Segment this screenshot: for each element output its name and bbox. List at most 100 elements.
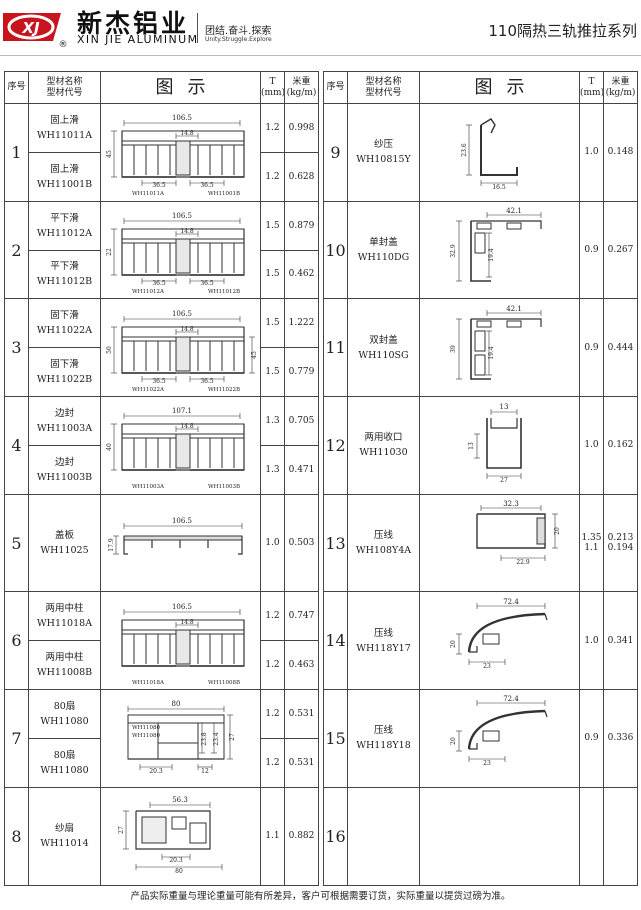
code-a: WH11012A: [132, 289, 165, 295]
dim-a: 32.3: [503, 500, 519, 508]
profile-name: 固上滑 WH11011A: [28, 103, 101, 153]
dim-a: 72.4: [503, 695, 519, 703]
dim-top: 106.5: [171, 603, 191, 611]
weight-value: 0.471: [284, 444, 319, 495]
dim-b: 13: [468, 442, 475, 450]
dim-c: 23: [483, 663, 491, 670]
thickness-value: 1.0: [260, 493, 285, 593]
dim-b: 32.9: [450, 244, 457, 258]
code-a: WH11022A: [132, 387, 165, 393]
profile-name: 纱压 WH10815Y: [347, 103, 420, 202]
code-a: WH11011A: [132, 191, 165, 197]
dim-mid: 14.8: [180, 228, 194, 235]
dim-b2: 36.5: [200, 182, 214, 189]
dim-a: 42.1: [506, 207, 522, 215]
thickness-value: 1.0: [579, 103, 604, 202]
weight-value: 0.162: [603, 396, 638, 495]
code-a: WH11080: [132, 725, 160, 731]
col-seq: 序号: [4, 71, 29, 104]
weight-value: 0.336: [603, 689, 638, 788]
profile-name: 两用中柱 WH11008B: [28, 640, 101, 691]
weight-value: 0.267: [603, 200, 638, 300]
thickness-value: 1.3: [260, 396, 285, 446]
dim-mid: 14.8: [180, 326, 194, 333]
dim-b1: 36.5: [152, 182, 166, 189]
profile-name: 平下滑 WH11012B: [28, 249, 101, 300]
weight-value: 0.879: [284, 200, 319, 251]
profile-name: 固下滑 WH11022B: [28, 347, 101, 398]
dim-mid: 14.8: [180, 423, 194, 430]
profile-name: 两用中柱 WH11018A: [28, 591, 101, 642]
registered-mark: ®: [59, 40, 68, 49]
dim-b: 20: [450, 640, 457, 648]
weight-value: 0.462: [284, 249, 319, 300]
profile-name: 边封 WH11003A: [28, 396, 101, 446]
thickness-value: 1.35 1.1: [579, 493, 604, 593]
row-number: 2: [4, 200, 29, 300]
dim-right: 45: [251, 351, 258, 359]
brand-name-cn: 新杰铝业: [77, 9, 190, 38]
dim-b2: 36.5: [200, 280, 214, 287]
weight-value: 0.882: [284, 786, 319, 886]
col-thickness: T (mm): [260, 71, 285, 104]
code-a: WH11018A: [132, 680, 165, 686]
slogan-en: Unity.Struggle.Explore: [205, 36, 272, 43]
thickness-value: 1.1: [260, 786, 285, 886]
dim-b1: 20.3: [169, 857, 183, 864]
code-b: WH11012B: [208, 289, 240, 295]
dim-b1: 36.5: [152, 378, 166, 385]
dim-left: 50: [106, 346, 113, 354]
weight-value: 0.148: [603, 103, 638, 202]
thickness-value: 1.0: [579, 591, 604, 691]
code-b: WH11080: [132, 733, 160, 739]
profile-name: 纱扇 WH11014: [28, 786, 101, 886]
row-number: 1: [4, 103, 29, 202]
thickness-value: 1.2: [260, 591, 285, 642]
dim-b: 20: [450, 737, 457, 745]
row-number: 12: [323, 396, 348, 495]
thickness-value: 1.2: [260, 103, 285, 153]
weight-value: 0.998: [284, 103, 319, 153]
col-thickness: T (mm): [579, 71, 604, 104]
dim-d2: 23.4: [213, 733, 220, 747]
dim-top: 107.1: [171, 407, 191, 415]
row-number: 11: [323, 298, 348, 398]
weight-value: 0.628: [284, 151, 319, 202]
logo-letters: XJ: [21, 19, 40, 37]
profile-name: 盖板 WH11025: [28, 493, 101, 593]
page-header: XJ ® 新杰铝业 XIN JIE ALUMINUM 团结.奋斗.探索 Unit…: [0, 0, 641, 56]
row-number: 6: [4, 591, 29, 691]
thickness-value: 1.5: [260, 347, 285, 398]
weight-value: 0.705: [284, 396, 319, 446]
col-figure: 图示: [419, 71, 580, 104]
dim-a: 13: [499, 403, 508, 411]
weight-value: 1.222: [284, 298, 319, 349]
dim-left: 27: [118, 826, 125, 834]
thickness-value: 1.2: [260, 151, 285, 202]
dim-top: 106.5: [171, 517, 191, 525]
weight-value: 0.213 0.194: [603, 493, 638, 593]
thickness-value: 0.9: [579, 200, 604, 300]
row-number: 15: [323, 689, 348, 788]
weight-value: 0.503: [284, 493, 319, 593]
slogan-cn: 团结.奋斗.探索: [205, 26, 272, 37]
row-number: 9: [323, 103, 348, 202]
profile-section-drawing: 23.616.5: [461, 118, 518, 191]
col-weight: 米重 (kg/m): [603, 71, 638, 104]
